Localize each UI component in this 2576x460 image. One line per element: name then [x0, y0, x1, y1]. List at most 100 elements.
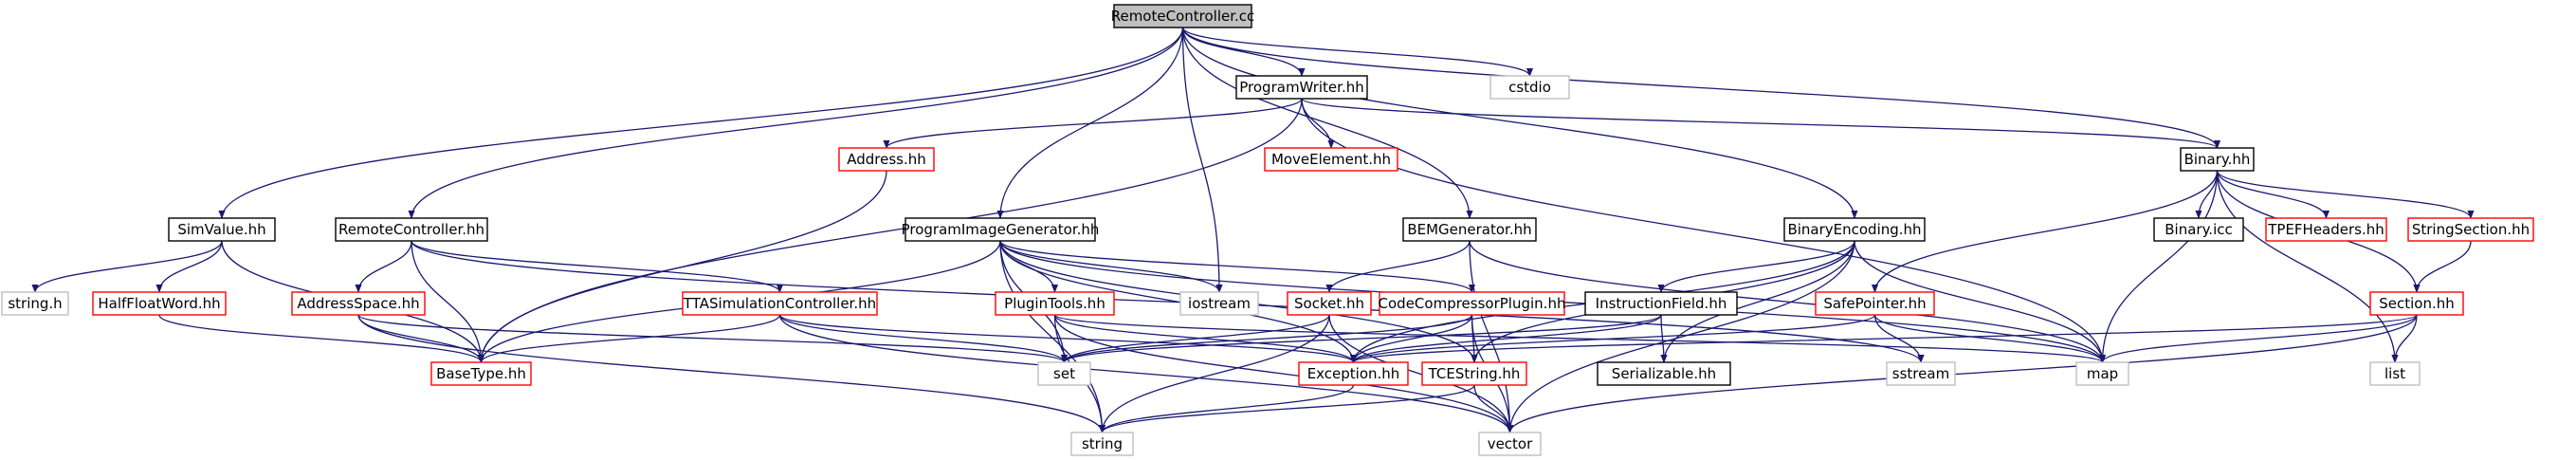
node-box-tcestring — [1421, 361, 1527, 386]
node-box-tpef — [2265, 217, 2387, 242]
node-label-safeptr: SafePointer.hh — [1823, 295, 1926, 312]
edge-binenc-to-serializable — [1660, 240, 1855, 363]
node-serializable[interactable]: Serializable.hh — [1597, 361, 1731, 386]
edge-strsec-to-section — [2413, 240, 2472, 293]
edge-pig-to-string — [999, 240, 1106, 433]
node-section[interactable]: Section.hh — [2369, 291, 2464, 316]
node-label-pig: ProgramImageGenerator.hh — [902, 221, 1100, 238]
node-label-string: string — [1082, 435, 1123, 452]
node-simvalue[interactable]: SimValue.hh — [168, 217, 276, 242]
node-tpef[interactable]: TPEFHeaders.hh — [2265, 217, 2387, 242]
node-binenc[interactable]: BinaryEncoding.hh — [1783, 217, 1926, 242]
edge-root-to-bemgen — [1181, 27, 1473, 219]
node-box-binenc — [1783, 217, 1926, 242]
node-label-section: Section.hh — [2379, 295, 2455, 312]
node-ttasim[interactable]: TTASimulationController.hh — [682, 291, 878, 316]
node-label-stringh: string.h — [8, 295, 62, 312]
node-box-string — [1070, 432, 1134, 456]
node-iostream: iostream — [1179, 291, 1259, 316]
edge-plugin-to-exception — [1053, 314, 1357, 363]
node-label-basetype: BaseType.hh — [436, 365, 526, 382]
node-label-simvalue: SimValue.hh — [177, 221, 265, 238]
node-address[interactable]: Address.hh — [838, 147, 935, 172]
node-box-hfw — [92, 291, 227, 316]
node-box-socket — [1287, 291, 1372, 316]
node-label-strsec: StringSection.hh — [2412, 221, 2530, 238]
edge-instfield-to-exception — [1350, 314, 1662, 363]
node-box-binary — [2180, 147, 2255, 172]
node-label-pw: ProgramWriter.hh — [1239, 79, 1363, 96]
node-vector: vector — [1478, 432, 1542, 456]
node-label-binary: Binary.hh — [2184, 151, 2251, 168]
node-box-cstdio — [1489, 75, 1570, 100]
node-tcestring[interactable]: TCEString.hh — [1421, 361, 1527, 386]
node-box-rchh — [335, 217, 488, 242]
node-label-set: set — [1053, 365, 1075, 382]
node-pig[interactable]: ProgramImageGenerator.hh — [902, 217, 1100, 242]
node-pw[interactable]: ProgramWriter.hh — [1235, 75, 1368, 100]
node-label-list: list — [2384, 365, 2405, 382]
edge-binary-to-map — [2098, 170, 2219, 363]
node-exception[interactable]: Exception.hh — [1298, 361, 1409, 386]
edge-ccp-to-set — [1061, 314, 1473, 363]
node-box-strsec — [2407, 217, 2534, 242]
node-move[interactable]: MoveElement.hh — [1264, 147, 1398, 172]
node-label-socket: Socket.hh — [1294, 295, 1364, 312]
edge-binary-to-strsec — [2216, 170, 2475, 219]
node-set: set — [1037, 361, 1091, 386]
node-label-binenc: BinaryEncoding.hh — [1787, 221, 1921, 238]
node-box-ccp — [1379, 291, 1565, 316]
node-rchh[interactable]: RemoteController.hh — [335, 217, 488, 242]
node-label-instfield: InstructionField.hh — [1596, 295, 1727, 312]
node-ccp[interactable]: CodeCompressorPlugin.hh — [1379, 291, 1566, 316]
node-box-bemgen — [1402, 217, 1537, 242]
node-socket[interactable]: Socket.hh — [1287, 291, 1372, 316]
edge-binary-to-list — [2216, 170, 2399, 363]
node-bemgen[interactable]: BEMGenerator.hh — [1402, 217, 1537, 242]
node-label-map: map — [2087, 365, 2118, 382]
edge-plugin-to-map — [1053, 314, 2106, 363]
node-binary[interactable]: Binary.hh — [2180, 147, 2255, 172]
node-binicc[interactable]: Binary.icc — [2153, 217, 2244, 242]
node-addrspace[interactable]: AddressSpace.hh — [291, 291, 426, 316]
edge-binenc-to-vector — [1506, 240, 1855, 433]
node-label-addrspace: AddressSpace.hh — [297, 295, 419, 312]
node-label-tcestring: TCEString.hh — [1428, 365, 1521, 382]
node-box-ttasim — [682, 291, 878, 316]
node-basetype[interactable]: BaseType.hh — [430, 361, 532, 386]
edge-binenc-to-map — [1854, 240, 2107, 363]
edge-instfield-to-set — [1061, 314, 1662, 363]
node-label-vector: vector — [1488, 435, 1533, 452]
edge-bemgen-to-map — [1469, 240, 2107, 363]
edge-binenc-to-instfield — [1657, 240, 1855, 293]
edge-simvalue-to-hfw — [155, 240, 223, 293]
node-box-root — [1113, 4, 1252, 28]
node-label-sstream: sstream — [1892, 365, 1949, 382]
edge-pig-to-exception — [999, 240, 1358, 363]
edge-safeptr-to-exception — [1350, 314, 1876, 363]
node-plugin[interactable]: PluginTools.hh — [995, 291, 1115, 316]
node-box-safeptr — [1815, 291, 1935, 316]
node-instfield[interactable]: InstructionField.hh — [1584, 291, 1738, 316]
edge-pig-to-iostream — [999, 240, 1223, 293]
edge-ttasim-to-vector — [778, 314, 1513, 433]
edge-root-to-iostream — [1181, 27, 1223, 293]
edge-bemgen-to-vector — [1469, 240, 1514, 433]
node-map: map — [2075, 361, 2129, 386]
node-box-simvalue — [168, 217, 276, 242]
edge-addrspace-to-basetype — [357, 314, 485, 363]
node-box-exception — [1298, 361, 1409, 386]
node-strsec[interactable]: StringSection.hh — [2407, 217, 2534, 242]
edge-bemgen-to-socket — [1325, 240, 1471, 293]
node-safeptr[interactable]: SafePointer.hh — [1815, 291, 1935, 316]
node-label-iostream: iostream — [1188, 295, 1251, 312]
edge-addrspace-to-string — [357, 314, 1105, 433]
node-stringh: string.h — [1, 291, 69, 316]
edge-tcestring-to-string — [1099, 384, 1475, 433]
node-box-addrspace — [291, 291, 426, 316]
node-box-plugin — [995, 291, 1115, 316]
node-root[interactable]: RemoteController.cc — [1111, 4, 1255, 28]
node-hfw[interactable]: HalfFloatWord.hh — [92, 291, 227, 316]
